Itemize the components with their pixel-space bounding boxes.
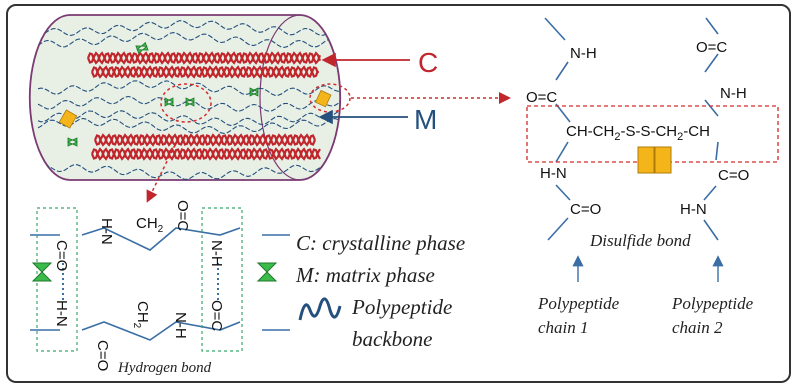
legend-backbone-line2: backbone <box>352 327 432 351</box>
chain2-label-line1: Polypeptide <box>671 294 754 313</box>
hbond-left-lower: H-N <box>53 300 70 327</box>
disulfide-left-chain <box>544 17 571 241</box>
ds-left-oc: O=C <box>526 89 557 106</box>
legend-m: M: matrix phase <box>295 263 435 287</box>
crystalline-helix-strand <box>86 51 322 65</box>
hbond-top-right-group: O=C <box>174 200 191 231</box>
hbond-lower-backbone <box>30 321 290 341</box>
crystalline-helix-strand <box>90 65 320 79</box>
disulfide-right-chain <box>703 17 719 241</box>
legend-c: C: crystalline phase <box>296 231 465 255</box>
matrix-chain <box>37 110 341 126</box>
legend-backbone-line1: Polypeptide <box>351 295 452 319</box>
ds-right-oc: O=C <box>696 39 727 56</box>
crystalline-helix-strand <box>90 147 321 161</box>
hbond-bot-ch2: CH2 <box>131 301 151 329</box>
hbond-highlight-circle <box>160 83 212 123</box>
hbond-right-box <box>201 207 243 352</box>
matrix-chain <box>37 117 341 134</box>
hourglass-right-icon <box>256 262 278 282</box>
crystalline-helices <box>86 51 322 161</box>
hbond-upper-backbone <box>30 227 290 251</box>
legend-backbone-icon <box>298 297 342 321</box>
ds-right-nh: N-H <box>720 85 747 102</box>
matrix-chain <box>37 164 341 180</box>
hydrogen-bond-panel: H-N O=C C=O N-H H-N O=C C=O N-H CH2 CH2 … <box>30 200 290 376</box>
label-m: M <box>414 104 437 135</box>
arrow-to-hbond <box>146 144 176 203</box>
hbond-left-upper: C=O <box>53 240 70 271</box>
disulfide-caption: Disulfide bond <box>589 231 691 250</box>
matrix-chains <box>37 20 341 180</box>
ds-bridge-formula: CH-CH2-S-S-CH2-CH <box>566 123 710 143</box>
hbond-markers-fiber <box>67 41 259 147</box>
crystalline-helix-strand <box>93 133 317 147</box>
hbond-caption: Hydrogen bond <box>117 360 212 376</box>
disulfide-markers-fiber <box>58 89 332 129</box>
crystalline-helix-strand <box>90 65 320 79</box>
label-c: C <box>418 47 438 78</box>
hbond-bot-right-group: N-H <box>172 312 189 339</box>
chain1-label-line2: chain 1 <box>538 318 589 337</box>
matrix-chain <box>37 20 341 36</box>
chain1-label-line1: Polypeptide <box>537 294 620 313</box>
hourglass-left-icon <box>31 262 53 282</box>
chain2-label-line2: chain 2 <box>672 318 723 337</box>
ds-left-co: C=O <box>570 201 601 218</box>
hbond-top-left-group: H-N <box>98 218 115 245</box>
hbond-right-lower: O=C <box>208 300 225 331</box>
ds-left-nh: N-H <box>570 45 597 62</box>
disulfide-bond-icon <box>637 146 672 174</box>
hbond-right-upper: N-H <box>208 240 225 267</box>
disulfide-panel: N-H O=C H-N C=O O=C N-H C=O H-N CH-CH2-S… <box>526 17 779 337</box>
legend: C: crystalline phase M: matrix phase Pol… <box>295 231 465 351</box>
ds-right-co: C=O <box>718 167 749 184</box>
ds-right-hn: H-N <box>680 201 707 218</box>
ds-left-hn: H-N <box>540 165 567 182</box>
hbond-top-ch2: CH2 <box>136 215 164 235</box>
matrix-chain <box>37 32 341 48</box>
hbond-bot-left-group: C=O <box>94 340 111 371</box>
matrix-chain <box>37 80 341 96</box>
